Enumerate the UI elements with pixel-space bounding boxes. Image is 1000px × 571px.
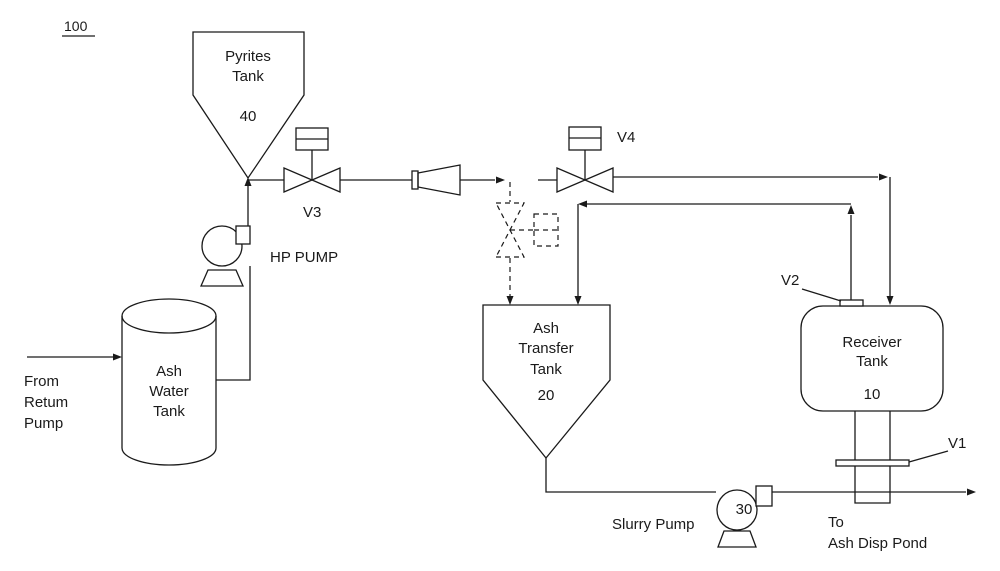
slurry-pump-outlet bbox=[756, 486, 772, 506]
receiver-tank-label-line1: Receiver bbox=[842, 334, 901, 351]
ash-water-tank-label-line3: Tank bbox=[153, 403, 185, 420]
ash-disp-pond-line2: Ash Disp Pond bbox=[828, 535, 927, 552]
valve-v4-label: V4 bbox=[617, 129, 635, 146]
valve-v3-body-left bbox=[284, 168, 312, 192]
valve-v2-leader bbox=[802, 289, 841, 301]
from-return-pump-line1: From bbox=[24, 373, 59, 390]
from-return-pump-label: From Retum Pump bbox=[24, 373, 68, 432]
hp-pump-outlet bbox=[236, 226, 250, 244]
valve-v2-body bbox=[840, 300, 863, 306]
ash-transfer-tank-label-line3: Tank bbox=[530, 361, 562, 378]
valve-v3-body-right bbox=[312, 168, 340, 192]
ash-transfer-tank-number: 20 bbox=[538, 387, 555, 404]
flow-arrow-up-return bbox=[848, 205, 855, 214]
hp-pump-base bbox=[201, 270, 243, 286]
pyrites-tank: Pyrites Tank 40 bbox=[193, 32, 304, 178]
pyrites-tank-label-line1: Pyrites bbox=[225, 48, 271, 65]
pipe-transfer-to-slurry-pump bbox=[546, 458, 716, 492]
receiver-tank-outlet-leg bbox=[855, 411, 890, 503]
from-return-pump-line3: Pump bbox=[24, 415, 63, 432]
flow-arrow-right-1 bbox=[496, 177, 505, 184]
pyrites-tank-number: 40 bbox=[240, 108, 257, 125]
slurry-pump: 30 Slurry Pump bbox=[612, 486, 772, 547]
receiver-tank-label-line2: Tank bbox=[856, 353, 888, 370]
reducer-fitting bbox=[412, 165, 460, 195]
valve-v2-label: V2 bbox=[781, 272, 799, 289]
valve-v4-body-right bbox=[585, 168, 613, 192]
receiver-tank-number: 10 bbox=[864, 386, 881, 403]
dashed-valve-upper bbox=[496, 203, 524, 230]
flow-arrow-up bbox=[245, 177, 252, 186]
slurry-pump-base bbox=[718, 531, 756, 547]
slurry-pump-number: 30 bbox=[736, 501, 753, 518]
valve-v4-body-left bbox=[557, 168, 585, 192]
flow-arrow-to-pond bbox=[967, 489, 976, 496]
hp-pump-label: HP PUMP bbox=[270, 249, 338, 266]
hp-pump: HP PUMP bbox=[201, 226, 338, 286]
valve-v1-leader bbox=[909, 451, 948, 462]
flow-arrow-down-transfer bbox=[575, 296, 582, 305]
flow-arrow-right-2 bbox=[879, 174, 888, 181]
reducer-body bbox=[418, 165, 460, 195]
figure-number: 100 bbox=[64, 18, 88, 34]
flow-arrow-down-dashed bbox=[507, 296, 514, 305]
reducer-flange bbox=[412, 171, 418, 189]
ash-water-tank: Ash Water Tank bbox=[122, 299, 216, 465]
dashed-branch bbox=[496, 182, 558, 305]
flow-arrow-left-return bbox=[578, 201, 587, 208]
receiver-tank: Receiver Tank 10 bbox=[801, 300, 943, 503]
ash-water-tank-label-line1: Ash bbox=[156, 363, 182, 380]
valve-v4: V4 bbox=[557, 127, 635, 192]
dashed-valve-lower bbox=[496, 230, 524, 257]
figure-reference: 100 bbox=[62, 18, 95, 36]
valve-v1-label: V1 bbox=[948, 435, 966, 452]
ash-transfer-tank: Ash Transfer Tank 20 bbox=[483, 305, 610, 458]
ash-water-tank-top bbox=[122, 299, 216, 333]
valve-v3: V3 bbox=[284, 128, 340, 221]
flow-arrow-into-awt bbox=[113, 354, 122, 361]
ash-disp-pond-line1: To bbox=[828, 514, 844, 531]
ash-water-tank-label-line2: Water bbox=[149, 383, 188, 400]
valve-v1-body bbox=[836, 460, 909, 466]
valve-v3-label: V3 bbox=[303, 204, 321, 221]
slurry-pump-label: Slurry Pump bbox=[612, 516, 695, 533]
ash-transfer-tank-label-line1: Ash bbox=[533, 320, 559, 337]
from-return-pump-line2: Retum bbox=[24, 394, 68, 411]
pyrites-tank-label-line2: Tank bbox=[232, 68, 264, 85]
ash-transfer-tank-label-line2: Transfer bbox=[518, 340, 573, 357]
flow-arrow-down-receiver bbox=[887, 296, 894, 305]
